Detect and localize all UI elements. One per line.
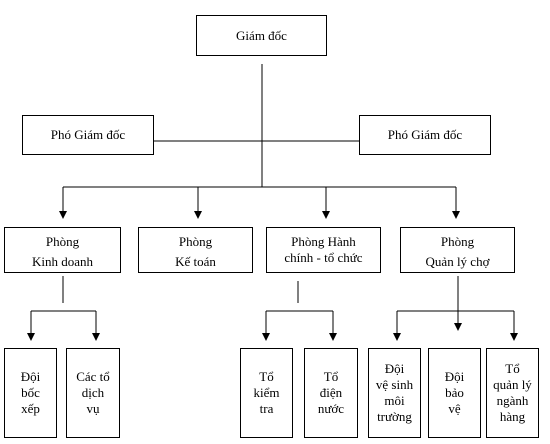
department-label-line2: Kinh doanh	[31, 254, 94, 269]
department-label-line1: Phòng	[45, 234, 80, 249]
team-label: vụ	[86, 401, 100, 416]
team-label: trường	[377, 409, 412, 424]
team-box-to-quan-ly-nganh-hang: Tổ quản lý ngành hàng	[486, 348, 539, 438]
team-box-doi-boc-xep: Đội bốc xếp	[4, 348, 57, 438]
deputy-box-left: Phó Giám đốc	[22, 115, 154, 155]
department-label-line2: Quản lý chợ	[425, 254, 490, 269]
deputy-label: Phó Giám đốc	[50, 127, 126, 142]
team-label: Tổ	[259, 369, 274, 384]
team-label: Đội	[20, 369, 41, 384]
team-label: Đội	[444, 369, 465, 384]
team-label: hàng	[499, 409, 526, 424]
deputy-box-right: Phó Giám đốc	[359, 115, 491, 155]
team-label: xếp	[21, 401, 40, 416]
team-box-doi-bao-ve: Đội bảo vệ	[428, 348, 481, 438]
team-label: Đội	[384, 361, 405, 376]
department-label-line2: chính - tổ chức	[284, 250, 363, 265]
department-label-line1: Phòng Hành	[291, 234, 356, 249]
department-box-quan-ly-cho: Phòng Quản lý chợ	[400, 227, 515, 273]
team-label: ngành	[496, 393, 529, 408]
team-label: Tổ	[505, 361, 520, 376]
team-label: quản lý	[493, 377, 532, 392]
department-box-hanh-chinh: Phòng Hành chính - tổ chức	[266, 227, 381, 273]
team-label: dịch	[81, 385, 105, 400]
team-box-to-dien-nuoc: Tổ điện nước	[304, 348, 358, 438]
deputy-label: Phó Giám đốc	[387, 127, 463, 142]
team-label: tra	[259, 401, 274, 416]
department-label-line1: Phòng	[178, 234, 213, 249]
team-box-doi-ve-sinh: Đội vệ sinh môi trường	[368, 348, 421, 438]
director-label: Giám đốc	[236, 27, 287, 43]
team-label: kiểm	[253, 385, 280, 400]
team-label: vệ	[448, 401, 461, 416]
team-box-to-kiem-tra: Tổ kiểm tra	[240, 348, 293, 438]
director-box: Giám đốc	[196, 15, 327, 56]
department-label-line2: Kế toán	[175, 254, 216, 269]
team-label: vệ sinh	[375, 377, 414, 392]
team-label: điện	[319, 385, 343, 400]
team-label: bảo	[445, 385, 464, 400]
department-label-line1: Phòng	[440, 234, 475, 249]
team-label: bốc	[21, 385, 40, 400]
team-label: môi	[384, 393, 405, 408]
team-box-cac-to-dich-vu: Các tổ dịch vụ	[66, 348, 120, 438]
team-label: nước	[317, 401, 345, 416]
department-box-kinh-doanh: Phòng Kinh doanh	[4, 227, 121, 273]
team-label: Tổ	[323, 369, 339, 384]
team-label: Các tổ	[76, 369, 110, 384]
department-box-ke-toan: Phòng Kế toán	[138, 227, 253, 273]
